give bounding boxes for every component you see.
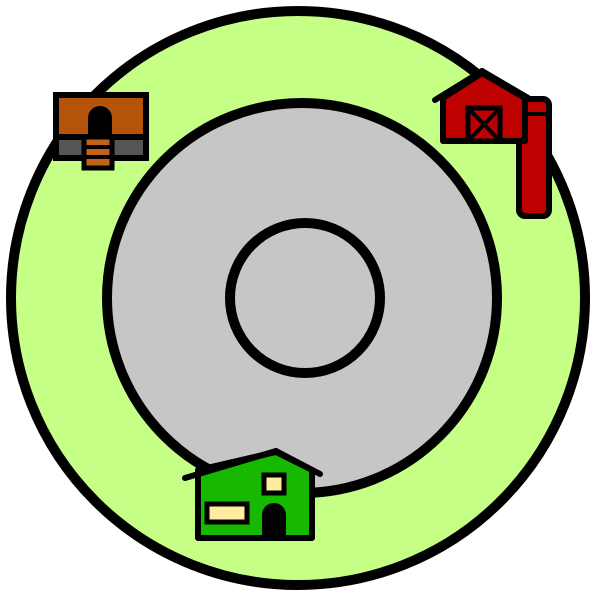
shed-icon[interactable] <box>53 92 149 171</box>
center-circle[interactable] <box>225 218 385 378</box>
house-icon[interactable] <box>182 448 323 541</box>
barn-icon[interactable] <box>432 68 552 219</box>
